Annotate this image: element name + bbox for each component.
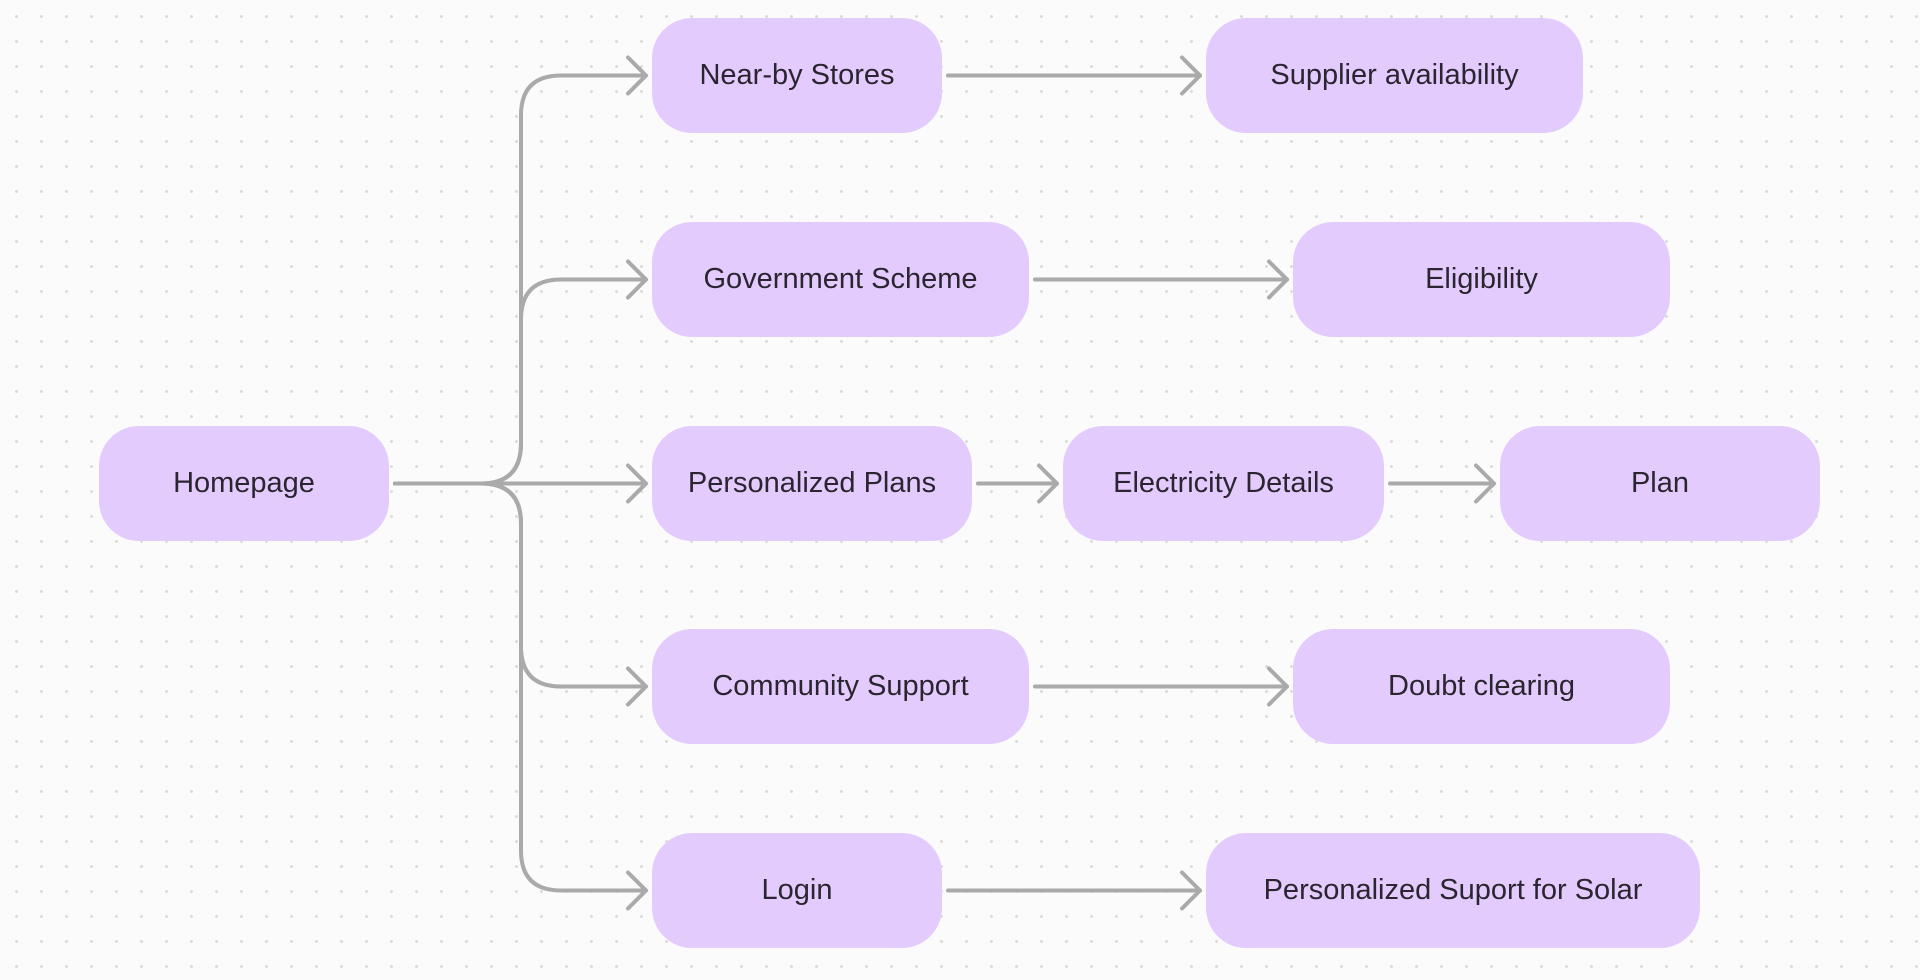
arrowhead-icon — [1180, 870, 1202, 911]
arrowhead-icon — [626, 870, 648, 911]
node-electricity-details[interactable]: Electricity Details — [1063, 426, 1384, 541]
node-supplier-availability[interactable]: Supplier availability — [1206, 18, 1583, 133]
arrowhead-icon — [626, 463, 648, 504]
node-label: Doubt clearing — [1388, 670, 1575, 702]
node-label: Plan — [1630, 467, 1690, 499]
node-homepage[interactable]: Homepage — [99, 426, 389, 541]
node-label: Government Scheme — [703, 263, 978, 295]
node-plan[interactable]: Plan — [1500, 426, 1820, 541]
arrowhead-icon — [626, 666, 648, 707]
connector-personalized_plans-to-electricity_details — [976, 463, 1059, 504]
connector-government_scheme-to-eligibility — [1033, 259, 1289, 300]
node-label: Homepage — [173, 467, 315, 499]
node-eligibility[interactable]: Eligibility — [1293, 222, 1670, 337]
arrowhead-icon — [1037, 463, 1059, 504]
arrowhead-icon — [1474, 463, 1496, 504]
arrowhead-icon — [1180, 55, 1202, 96]
arrowhead-icon — [626, 55, 648, 96]
connector-nearby_stores-to-supplier_availability — [946, 55, 1202, 96]
arrowhead-icon — [1267, 259, 1289, 300]
node-personalized-plans[interactable]: Personalized Plans — [652, 426, 972, 541]
connector-homepage-to-government_scheme — [393, 259, 648, 486]
connector-community_support-to-doubt_clearing — [1033, 666, 1289, 707]
node-label: Community Support — [712, 670, 969, 702]
node-label: Supplier availability — [1270, 59, 1519, 91]
arrowhead-icon — [626, 259, 648, 300]
node-label: Electricity Details — [1113, 467, 1334, 499]
node-login[interactable]: Login — [652, 833, 942, 948]
node-community-support[interactable]: Community Support — [652, 629, 1029, 744]
node-label: Eligibility — [1425, 263, 1538, 295]
node-government-scheme[interactable]: Government Scheme — [652, 222, 1029, 337]
node-label: Personalized Suport for Solar — [1263, 874, 1643, 906]
node-nearby-stores[interactable]: Near-by Stores — [652, 18, 942, 133]
node-label: Near-by Stores — [699, 59, 895, 91]
node-personalized-support-solar[interactable]: Personalized Suport for Solar — [1206, 833, 1700, 948]
arrowhead-icon — [1267, 666, 1289, 707]
node-label: Login — [761, 874, 833, 906]
node-doubt-clearing[interactable]: Doubt clearing — [1293, 629, 1670, 744]
connector-login-to-personalized_support_solar — [946, 870, 1202, 911]
node-label: Personalized Plans — [687, 467, 937, 499]
connector-electricity_details-to-plan — [1388, 463, 1496, 504]
connector-homepage-to-login — [393, 481, 648, 911]
